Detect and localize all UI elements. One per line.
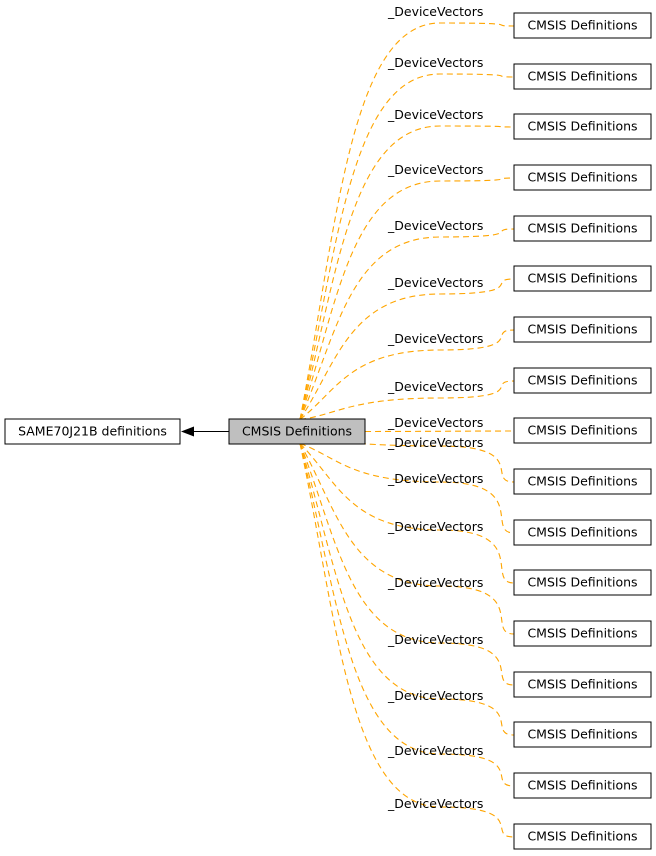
parent-arrow-head	[181, 426, 194, 437]
child-group-box	[513, 569, 652, 596]
child-group-node-11[interactable]: CMSIS Definitions	[513, 519, 652, 546]
child-group-label: CMSIS Definitions	[527, 18, 637, 33]
child-group-box	[513, 316, 652, 343]
child-group-box	[513, 671, 652, 698]
parent-group-label: SAME70J21B definitions	[18, 424, 167, 439]
child-group-box	[513, 113, 652, 140]
child-group-node-13[interactable]: CMSIS Definitions	[513, 620, 652, 647]
child-group-label: CMSIS Definitions	[527, 778, 637, 793]
child-group-box	[513, 620, 652, 647]
edge-label-11: _DeviceVectors	[387, 471, 483, 486]
child-group-node-10[interactable]: CMSIS Definitions	[513, 468, 652, 495]
edge-6	[299, 278, 515, 420]
edge-12	[299, 443, 515, 584]
child-group-node-15[interactable]: CMSIS Definitions	[513, 721, 652, 748]
edge-2	[299, 73, 515, 420]
edge-17	[299, 443, 515, 838]
child-group-label: CMSIS Definitions	[527, 677, 637, 692]
parent-group-node[interactable]: SAME70J21B definitions	[4, 418, 181, 445]
child-group-node-9[interactable]: CMSIS Definitions	[513, 417, 652, 444]
child-group-node-5[interactable]: CMSIS Definitions	[513, 215, 652, 242]
edge-label-3: _DeviceVectors	[387, 107, 483, 122]
child-group-label: CMSIS Definitions	[527, 626, 637, 641]
edge-label-8: _DeviceVectors	[387, 379, 483, 394]
edge-15	[299, 443, 515, 736]
edge-label-1: _DeviceVectors	[387, 4, 483, 19]
child-group-box	[513, 367, 652, 394]
current-group-box	[228, 418, 366, 445]
edge-label-12: _DeviceVectors	[387, 519, 483, 534]
child-group-node-2[interactable]: CMSIS Definitions	[513, 63, 652, 90]
child-group-node-14[interactable]: CMSIS Definitions	[513, 671, 652, 698]
child-group-node-16[interactable]: CMSIS Definitions	[513, 772, 652, 799]
edge-13	[299, 443, 515, 635]
child-group-label: CMSIS Definitions	[527, 221, 637, 236]
edge-label-16: _DeviceVectors	[387, 743, 483, 758]
child-group-label: CMSIS Definitions	[527, 423, 637, 438]
child-group-label: CMSIS Definitions	[527, 170, 637, 185]
child-group-label: CMSIS Definitions	[527, 373, 637, 388]
child-group-box	[513, 63, 652, 90]
child-group-node-1[interactable]: CMSIS Definitions	[513, 12, 652, 39]
edge-label-2: _DeviceVectors	[387, 55, 483, 70]
child-group-node-12[interactable]: CMSIS Definitions	[513, 569, 652, 596]
child-group-node-3[interactable]: CMSIS Definitions	[513, 113, 652, 140]
child-group-box	[513, 468, 652, 495]
edge-label-10: _DeviceVectors	[387, 435, 483, 450]
child-group-label: CMSIS Definitions	[527, 525, 637, 540]
child-group-label: CMSIS Definitions	[527, 322, 637, 337]
edge-7	[299, 329, 515, 420]
edge-label-6: _DeviceVectors	[387, 275, 483, 290]
child-group-label: CMSIS Definitions	[527, 829, 637, 844]
child-group-box	[513, 164, 652, 191]
child-group-label: CMSIS Definitions	[527, 727, 637, 742]
child-group-box	[513, 721, 652, 748]
edge-label-15: _DeviceVectors	[387, 688, 483, 703]
child-group-box	[513, 265, 652, 292]
child-group-label: CMSIS Definitions	[527, 69, 637, 84]
edge-9	[364, 430, 515, 433]
child-group-node-7[interactable]: CMSIS Definitions	[513, 316, 652, 343]
edge-16	[299, 443, 515, 787]
edge-1	[299, 22, 515, 420]
current-group-node: CMSIS Definitions	[228, 418, 366, 445]
edge-11	[299, 442, 515, 534]
child-group-node-4[interactable]: CMSIS Definitions	[513, 164, 652, 191]
current-group-label: CMSIS Definitions	[242, 424, 352, 439]
child-group-node-8[interactable]: CMSIS Definitions	[513, 367, 652, 394]
child-group-box	[513, 417, 652, 444]
edge-label-7: _DeviceVectors	[387, 331, 483, 346]
child-group-node-6[interactable]: CMSIS Definitions	[513, 265, 652, 292]
edge-label-9: _DeviceVectors	[387, 415, 483, 430]
child-group-box	[513, 215, 652, 242]
edge-label-17: _DeviceVectors	[387, 796, 483, 811]
edge-label-13: _DeviceVectors	[387, 575, 483, 590]
parent-group-box	[4, 418, 181, 445]
edge-label-4: _DeviceVectors	[387, 162, 483, 177]
edge-4	[299, 177, 515, 420]
child-group-box	[513, 823, 652, 850]
edge-3	[299, 125, 515, 420]
edge-label-14: _DeviceVectors	[387, 632, 483, 647]
child-group-box	[513, 519, 652, 546]
child-group-box	[513, 772, 652, 799]
parent-arrow	[181, 426, 229, 437]
child-group-box	[513, 12, 652, 39]
edge-5	[299, 228, 515, 420]
child-group-label: CMSIS Definitions	[527, 474, 637, 489]
child-group-label: CMSIS Definitions	[527, 575, 637, 590]
edge-label-5: _DeviceVectors	[387, 218, 483, 233]
child-group-label: CMSIS Definitions	[527, 119, 637, 134]
edge-labels-layer: _DeviceVectors _DeviceVectors _DeviceVecto…	[387, 4, 483, 811]
edge-8	[299, 380, 515, 421]
child-group-node-17[interactable]: CMSIS Definitions	[513, 823, 652, 850]
edge-14	[299, 443, 515, 686]
child-group-label: CMSIS Definitions	[527, 271, 637, 286]
